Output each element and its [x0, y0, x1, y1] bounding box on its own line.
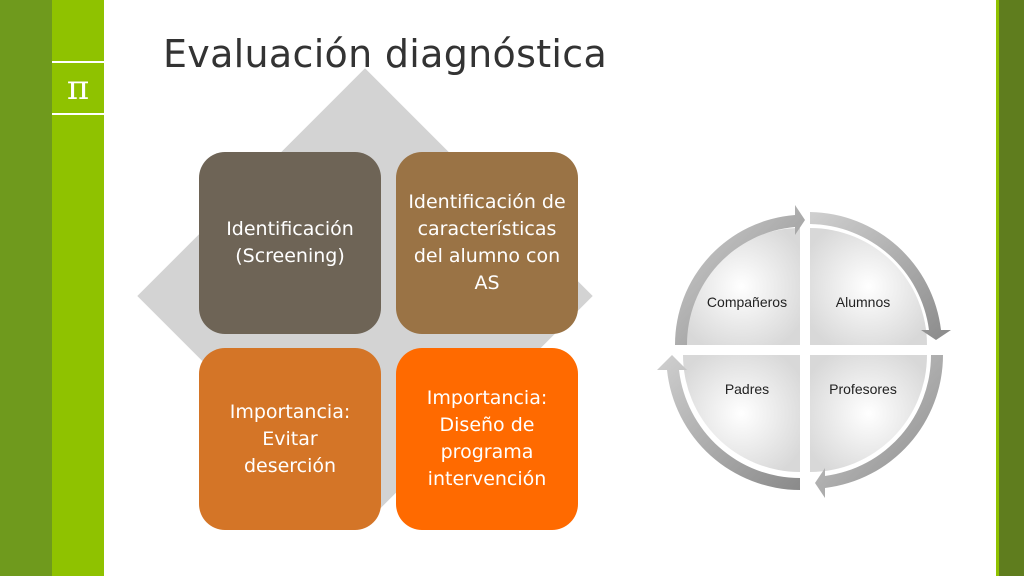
- quadrant-label-companeros: Compañeros: [707, 294, 787, 310]
- quadrant-label-profesores: Profesores: [829, 381, 897, 397]
- slide-title: Evaluación diagnóstica: [163, 32, 608, 76]
- arrow-top-left: [674, 205, 805, 345]
- matrix-cell-screening: Identificación (Screening): [199, 152, 381, 334]
- matrix-cell-diseno-programa: Importancia: Diseño de programa interven…: [396, 348, 578, 530]
- quadrant-label-padres: Padres: [725, 381, 769, 397]
- matrix-cell-evitar-desercion-label: Importancia: Evitar deserción: [229, 400, 351, 477]
- right-bar-light: [996, 0, 999, 576]
- arrow-bottom-right: [815, 355, 943, 498]
- right-bar-dark: [999, 0, 1024, 576]
- matrix-cell-characteristics: Identificación de características del al…: [396, 152, 578, 334]
- left-bar-dark: [0, 0, 52, 576]
- quadrant-label-alumnos: Alumnos: [836, 294, 890, 310]
- pi-icon: π: [52, 61, 104, 115]
- left-bar-light: [52, 0, 104, 576]
- quadrant-bottom-left: [683, 355, 800, 472]
- matrix-cell-characteristics-label: Identificación de características del al…: [408, 191, 566, 294]
- quadrant-bottom-right: [810, 355, 927, 472]
- matrix-cell-evitar-desercion: Importancia: Evitar deserción: [199, 348, 381, 530]
- quadrant-top-right: [810, 228, 927, 345]
- arrow-bottom-left: [657, 355, 800, 490]
- quadrant-top-left: [683, 228, 800, 345]
- matrix-cell-diseno-programa-label: Importancia: Diseño de programa interven…: [426, 387, 548, 490]
- matrix-cell-screening-label: Identificación (Screening): [226, 218, 354, 267]
- arrow-top-right: [810, 212, 951, 340]
- cycle-diagram: Compañeros Alumnos Padres Profesores: [657, 205, 951, 498]
